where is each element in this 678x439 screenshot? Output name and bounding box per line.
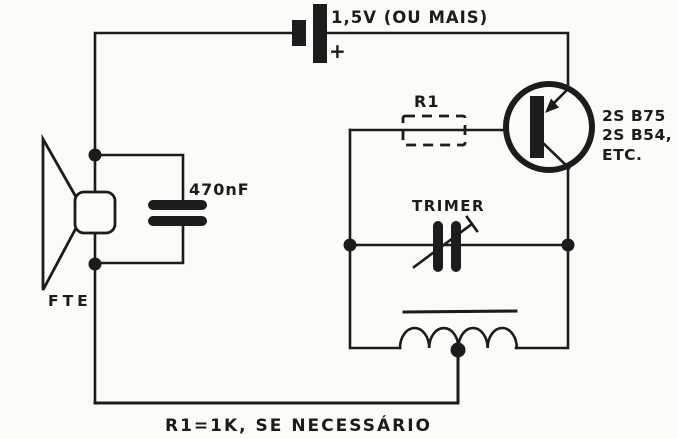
wire-bottom-rail [93, 349, 460, 405]
transistor: 2S B75 2S B54, ETC. [503, 81, 672, 173]
speaker-label: FTE [48, 292, 92, 310]
capacitor-label: 470nF [189, 180, 250, 199]
junction-dot [343, 238, 357, 252]
battery-negative-plate [292, 20, 306, 46]
transistor-emitter-lead [551, 88, 569, 106]
junction-dot [88, 148, 102, 162]
speaker-driver [73, 190, 117, 235]
capacitor-plate-top [148, 200, 207, 210]
transistor-model-2: 2S B54, [602, 126, 672, 144]
trimmer-adjust-arrow [412, 222, 474, 269]
capacitor-plate-bottom [148, 216, 207, 226]
speaker-cone [41, 133, 78, 291]
transistor-model-3: ETC. [602, 146, 642, 164]
note-text: R1=1K, SE NECESSÁRIO [165, 414, 432, 436]
battery-plus-sign: + [329, 39, 346, 63]
wire-cap-top-branch [93, 153, 185, 203]
speaker: FTE [41, 133, 117, 310]
transistor-circle [503, 81, 595, 173]
resistor-r1: R1 [401, 92, 467, 147]
transistor-base-bar [530, 96, 544, 158]
trimmer-plate-right [451, 221, 461, 272]
coil [398, 309, 519, 358]
wire-top-left-rail [93, 31, 294, 405]
battery: 1,5V (OU MAIS) + [292, 4, 488, 63]
transistor-emitter-arrow [545, 98, 559, 113]
battery-label: 1,5V (OU MAIS) [331, 8, 488, 27]
transistor-model-labels: 2S B75 2S B54, ETC. [602, 107, 672, 164]
transistor-model-1: 2S B75 [602, 107, 666, 125]
battery-positive-plate [313, 4, 327, 63]
trimmer-capacitor: TRIMER [412, 197, 485, 272]
junction-dot [88, 257, 102, 271]
wire-left-branch [348, 128, 402, 350]
trimmer-arrow-head [465, 215, 479, 233]
coil-center-tap-dot [450, 342, 466, 358]
wire-cap-bottom-branch [93, 223, 185, 265]
resistor-dashed-box [401, 114, 467, 147]
trimmer-plate-left [433, 221, 443, 272]
coil-core-bar [402, 309, 518, 314]
wire-top-right-rail [325, 31, 570, 90]
trimmer-label: TRIMER [412, 197, 485, 215]
capacitor-470nf: 470nF [148, 180, 250, 226]
junction-dot [561, 238, 575, 252]
transistor-collector-lead [542, 142, 571, 170]
junction-dots [88, 148, 575, 271]
wire-collector-branch [514, 165, 570, 350]
resistor-label: R1 [414, 92, 439, 111]
